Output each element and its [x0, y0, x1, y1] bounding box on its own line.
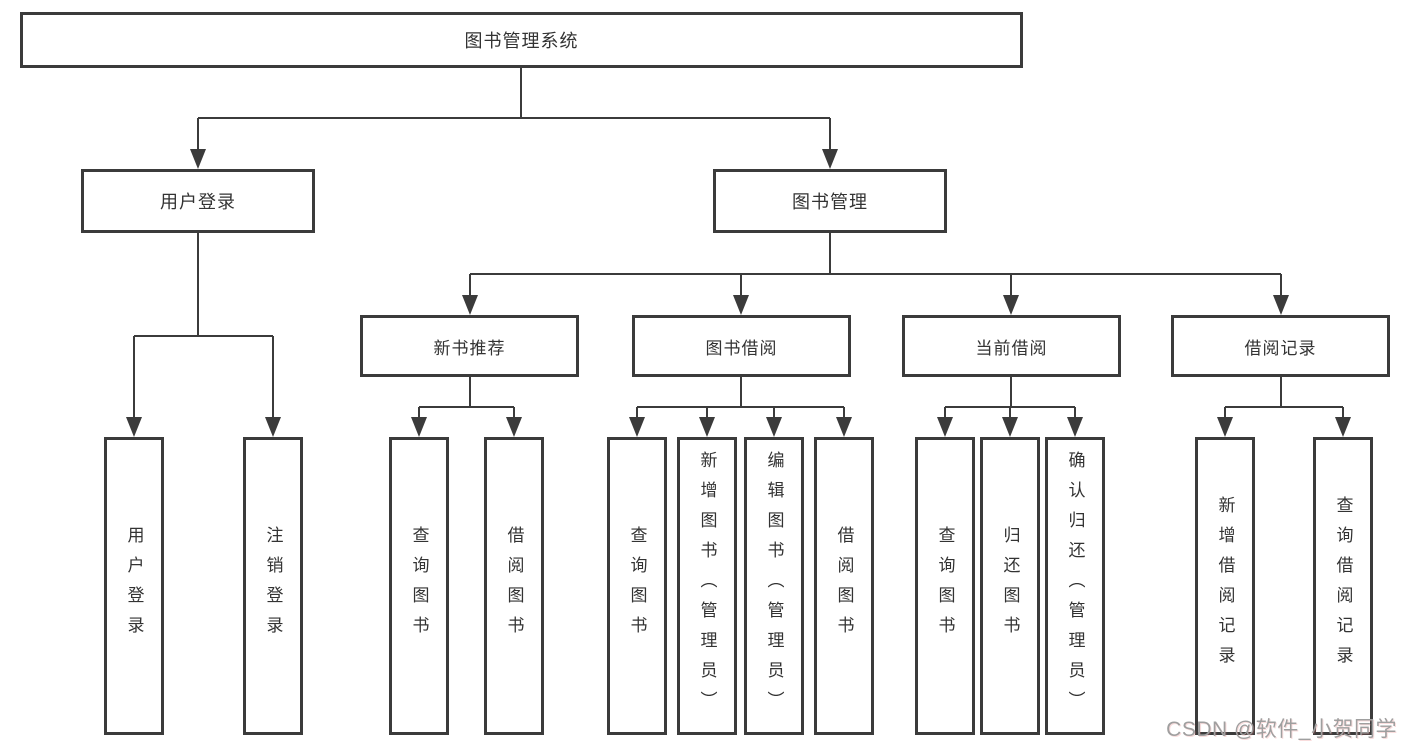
node-user-login-label: 用户登录 [160, 192, 236, 212]
arrow-down-icon [411, 417, 427, 437]
leaf-logout: 注销登录 [243, 437, 303, 735]
leaf-borrow-books: 借阅图书 [814, 437, 874, 735]
leaf-query-books-current-label: 查询图书 [935, 526, 955, 646]
connector-current-borrow-to-leaves [944, 377, 1076, 419]
connector-book-borrow-to-leaves [636, 377, 845, 419]
leaf-add-borrow-record: 新增借阅记录 [1195, 437, 1255, 735]
node-user-login: 用户登录 [81, 169, 315, 233]
node-current-borrow: 当前借阅 [902, 315, 1121, 377]
arrow-down-icon [190, 149, 206, 169]
leaf-borrow-books-label: 借阅图书 [834, 526, 854, 646]
node-book-borrow-label: 图书借阅 [705, 338, 778, 358]
node-borrow-records-label: 借阅记录 [1244, 338, 1317, 358]
arrow-down-icon [126, 417, 142, 437]
arrow-down-icon [766, 417, 782, 437]
connector-new-book-to-leaves [418, 377, 515, 419]
arrow-down-icon [822, 149, 838, 169]
arrow-down-icon [937, 417, 953, 437]
arrow-down-icon [1217, 417, 1233, 437]
node-root: 图书管理系统 [20, 12, 1023, 68]
arrow-down-icon [1335, 417, 1351, 437]
leaf-query-books-recommend: 查询图书 [389, 437, 449, 735]
leaf-query-books-borrow: 查询图书 [607, 437, 667, 735]
arrow-down-icon [506, 417, 522, 437]
leaf-confirm-return-admin-label: 确认归还（管理员） [1065, 451, 1085, 721]
arrow-down-icon [629, 417, 645, 437]
node-current-borrow-label: 当前借阅 [975, 338, 1048, 358]
leaf-edit-book-admin-label: 编辑图书（管理员） [764, 451, 784, 721]
csdn-watermark: CSDN @软件_小贺同学 [1166, 718, 1397, 741]
leaf-query-borrow-record-label: 查询借阅记录 [1333, 496, 1353, 676]
leaf-query-books-current: 查询图书 [915, 437, 975, 735]
arrow-down-icon [1003, 295, 1019, 315]
arrow-down-icon [1273, 295, 1289, 315]
node-book-management-label: 图书管理 [792, 192, 868, 212]
connector-book-mgmt-to-level3 [469, 233, 1282, 297]
arrow-down-icon [462, 295, 478, 315]
leaf-user-login: 用户登录 [104, 437, 164, 735]
leaf-confirm-return-admin: 确认归还（管理员） [1045, 437, 1105, 735]
node-book-management: 图书管理 [713, 169, 947, 233]
leaf-logout-label: 注销登录 [263, 526, 283, 646]
arrow-down-icon [699, 417, 715, 437]
connector-borrow-record-to-leaves [1224, 377, 1344, 419]
leaf-return-book-label: 归还图书 [1000, 526, 1020, 646]
leaf-borrow-books-recommend-label: 借阅图书 [504, 526, 524, 646]
leaf-borrow-books-recommend: 借阅图书 [484, 437, 544, 735]
leaf-add-borrow-record-label: 新增借阅记录 [1215, 496, 1235, 676]
arrow-down-icon [265, 417, 281, 437]
leaf-query-books-recommend-label: 查询图书 [409, 526, 429, 646]
arrow-down-icon [733, 295, 749, 315]
node-new-book-recommend: 新书推荐 [360, 315, 579, 377]
node-borrow-records: 借阅记录 [1171, 315, 1390, 377]
leaf-add-book-admin: 新增图书（管理员） [677, 437, 737, 735]
arrow-down-icon [836, 417, 852, 437]
leaf-user-login-label: 用户登录 [124, 526, 144, 646]
leaf-edit-book-admin: 编辑图书（管理员） [744, 437, 804, 735]
leaf-query-borrow-record: 查询借阅记录 [1313, 437, 1373, 735]
node-new-book-recommend-label: 新书推荐 [433, 338, 506, 358]
arrow-down-icon [1002, 417, 1018, 437]
node-book-borrow: 图书借阅 [632, 315, 851, 377]
leaf-add-book-admin-label: 新增图书（管理员） [697, 451, 717, 721]
leaf-return-book: 归还图书 [980, 437, 1040, 735]
arrow-down-icon [1067, 417, 1083, 437]
node-root-label: 图书管理系统 [464, 31, 579, 51]
connector-user-login-to-leaves [133, 233, 274, 419]
leaf-query-books-borrow-label: 查询图书 [627, 526, 647, 646]
connector-root-to-level2 [197, 68, 831, 151]
